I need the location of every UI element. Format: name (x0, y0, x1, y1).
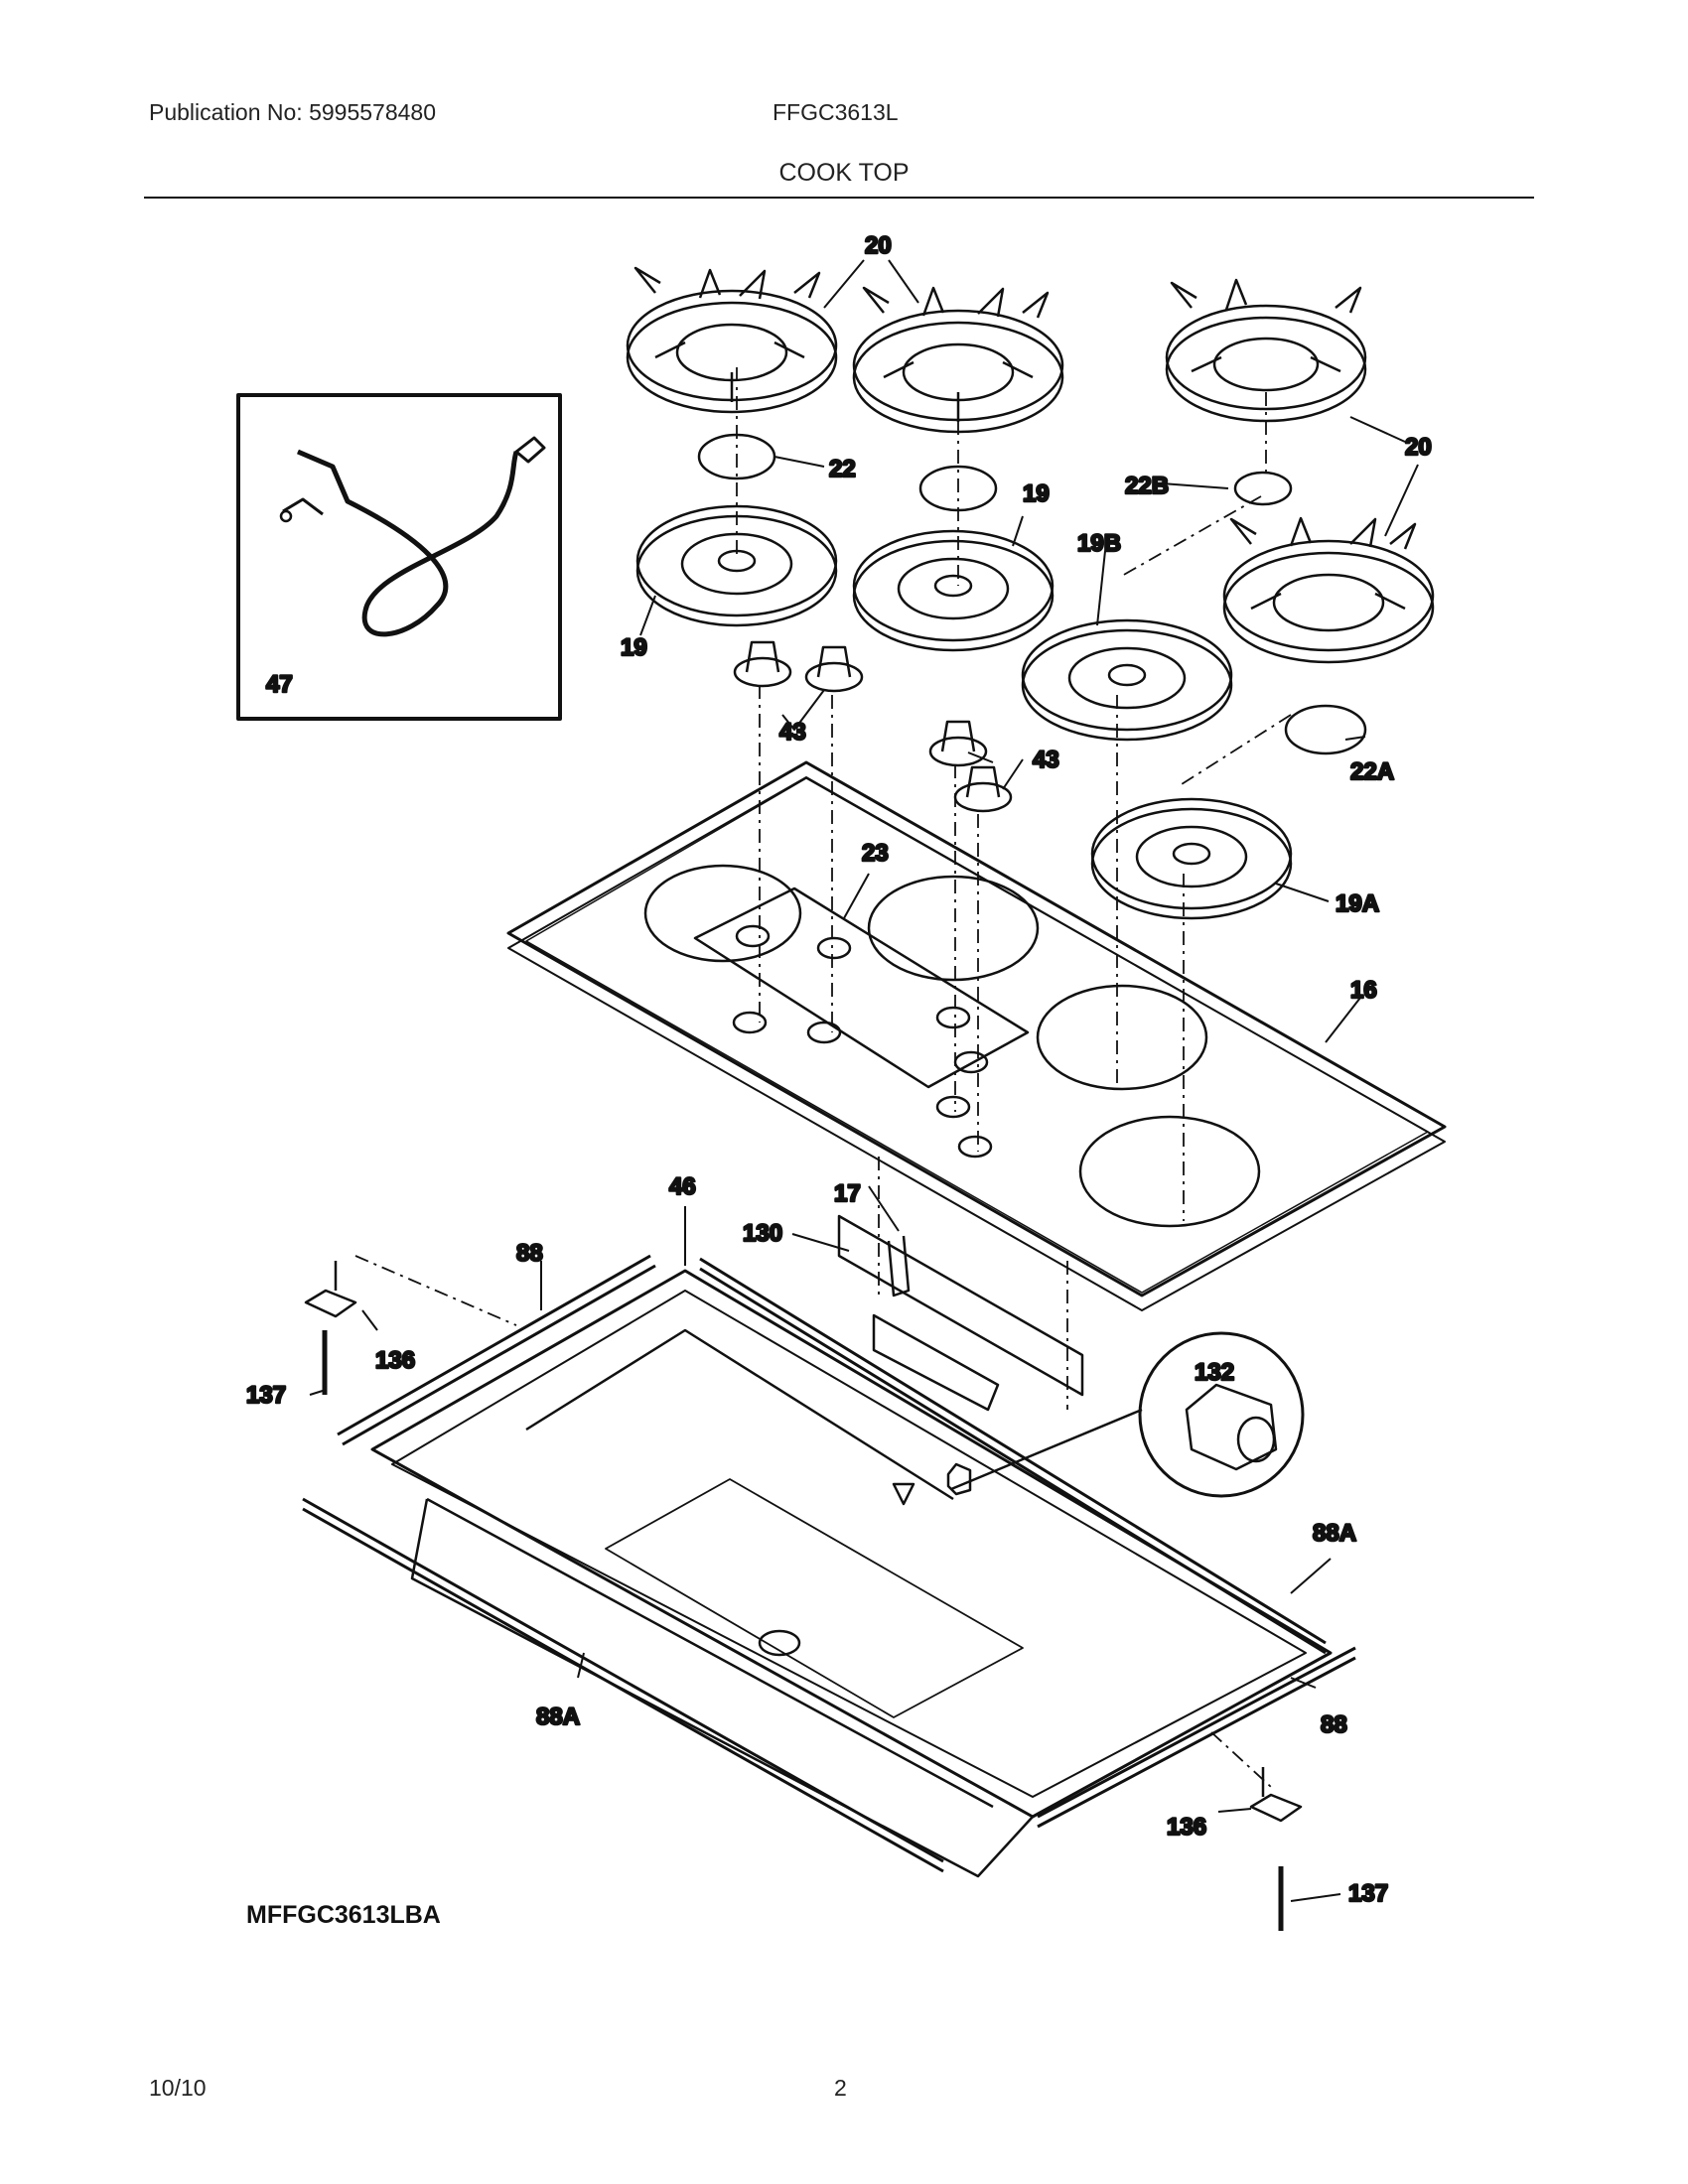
manifold-bracket (837, 1214, 1084, 1412)
gasket-front-right (1037, 1646, 1356, 1829)
knobs-left-pair (733, 640, 864, 693)
burner-head-front-right (1090, 797, 1293, 920)
callout-43-right: 43 (1033, 747, 1059, 773)
power-cord-inset (236, 393, 562, 721)
page-number: 2 (834, 2075, 847, 2101)
gasket-rear-left (337, 1254, 656, 1446)
publication-number: Publication No: 5995578480 (149, 99, 437, 125)
burner-head-rear-right (1021, 618, 1233, 742)
gasket-front-left (302, 1497, 944, 1873)
callout-46: 46 (669, 1173, 696, 1200)
leader-lines (309, 259, 1419, 1902)
diagram-id: MFFGC3613LBA (246, 1901, 441, 1929)
mounting-bracket-left (304, 1261, 357, 1318)
callout-132: 132 (1195, 1359, 1234, 1386)
callout-130: 130 (743, 1220, 782, 1247)
callout-22b: 22B (1125, 473, 1169, 499)
callout-88-right: 88 (1321, 1711, 1347, 1738)
grate-rear-left (852, 286, 1064, 434)
callout-20-top: 20 (865, 232, 892, 259)
grate-front-left (626, 266, 838, 414)
callout-19a: 19A (1336, 890, 1379, 917)
callout-19-center: 19 (1023, 480, 1050, 507)
callout-137-left: 137 (246, 1382, 286, 1409)
callout-43-left: 43 (779, 719, 806, 746)
callout-22: 22 (829, 456, 856, 482)
burner-cap-rear-right (1233, 471, 1293, 506)
callout-17: 17 (834, 1180, 861, 1207)
model-number: FFGC3613L (773, 99, 899, 125)
callout-19b: 19B (1077, 530, 1121, 557)
callout-47: 47 (266, 671, 293, 698)
burner-box-pan (370, 1269, 1333, 1878)
callout-23: 23 (862, 840, 889, 867)
callout-137-right: 137 (1348, 1880, 1388, 1907)
regulator-inset (946, 1331, 1305, 1498)
header-rule (144, 197, 1534, 199)
mounting-bracket-right (1249, 1767, 1303, 1823)
callout-136-left: 136 (375, 1347, 415, 1374)
callout-88a-right: 88A (1313, 1520, 1356, 1547)
assembly-lines (354, 367, 1292, 1788)
callout-88-left: 88 (516, 1240, 543, 1267)
section-title: COOK TOP (778, 159, 910, 187)
grate-front-right (1222, 516, 1435, 664)
burner-cap-front-right (1284, 704, 1367, 755)
revision-date: 10/10 (149, 2075, 207, 2101)
gasket-rear-right (699, 1257, 1327, 1655)
callout-136-right: 136 (1167, 1814, 1206, 1841)
cooktop-panel (506, 760, 1447, 1311)
callout-22a: 22A (1350, 758, 1394, 785)
callout-16: 16 (1350, 977, 1377, 1004)
callout-20-right: 20 (1405, 434, 1432, 461)
burner-head-center (852, 529, 1055, 652)
knobs-right-pair (928, 720, 1013, 813)
callout-19-left: 19 (621, 634, 647, 661)
callout-88a-left: 88A (536, 1704, 580, 1730)
grate-rear-right (1165, 278, 1367, 423)
